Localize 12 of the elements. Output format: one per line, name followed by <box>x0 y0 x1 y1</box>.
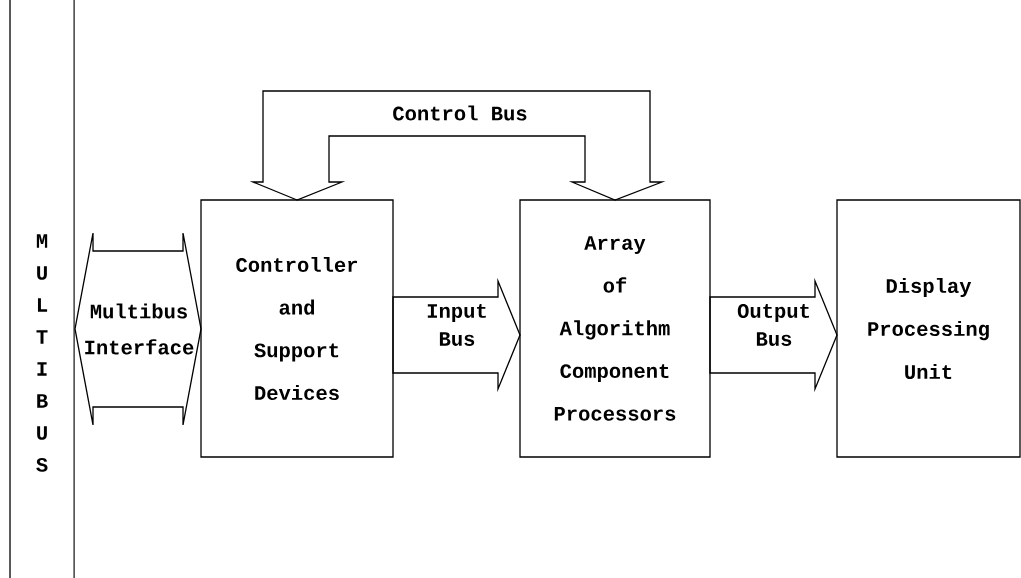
bus-arrow <box>249 90 666 201</box>
block-arrow <box>74 232 202 426</box>
edge-label: Output Bus <box>737 304 809 346</box>
process-box: Controller and Support Devices <box>200 199 394 458</box>
edge-label: Control Bus <box>393 105 527 121</box>
process-box: Display Processing Unit <box>836 199 1021 458</box>
process-box: Array of Algorithm Component Processors <box>519 199 711 458</box>
edge-label: Input Bus <box>427 304 486 346</box>
edge-label: Multibus Interface <box>85 303 194 355</box>
block-arrow <box>392 277 521 393</box>
bus-bar: M U L T I B U S <box>9 0 75 578</box>
block-arrow <box>709 277 838 393</box>
